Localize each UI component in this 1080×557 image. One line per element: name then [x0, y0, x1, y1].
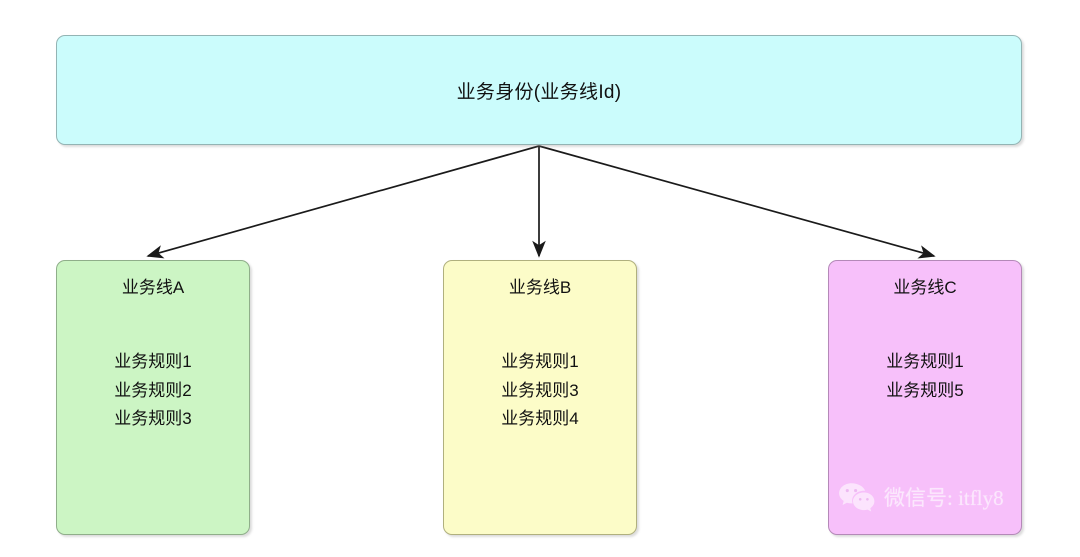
node-root-title: 业务身份(业务线Id) — [456, 81, 622, 103]
node-business-line-b-title: 业务线B — [508, 278, 572, 297]
rule-list-c: 业务规则1 业务规则5 — [886, 348, 963, 405]
connector-root-to-c — [538, 145, 936, 259]
rule-item: 业务规则2 — [114, 380, 192, 400]
rule-item: 业务规则3 — [501, 380, 579, 400]
rule-item: 业务规则3 — [114, 409, 192, 429]
node-root: 业务身份(业务线Id) — [56, 35, 1022, 145]
rule-item: 业务规则5 — [886, 380, 964, 400]
node-business-line-c: 业务线C 业务规则1 业务规则5 — [828, 260, 1022, 535]
node-business-line-a: 业务线A 业务规则1 业务规则2 业务规则3 — [56, 260, 250, 535]
rule-item: 业务规则1 — [886, 352, 964, 372]
node-business-line-a-title: 业务线A — [121, 278, 185, 297]
connector-root-to-a — [146, 145, 540, 259]
rule-item: 业务规则1 — [501, 352, 579, 372]
rule-item: 业务规则4 — [501, 409, 579, 429]
rule-list-b: 业务规则1 业务规则3 业务规则4 — [501, 348, 578, 434]
node-business-line-c-title: 业务线C — [893, 278, 957, 297]
rule-list-a: 业务规则1 业务规则2 业务规则3 — [114, 348, 191, 434]
node-business-line-b: 业务线B 业务规则1 业务规则3 业务规则4 — [443, 260, 637, 535]
rule-item: 业务规则1 — [114, 352, 192, 372]
